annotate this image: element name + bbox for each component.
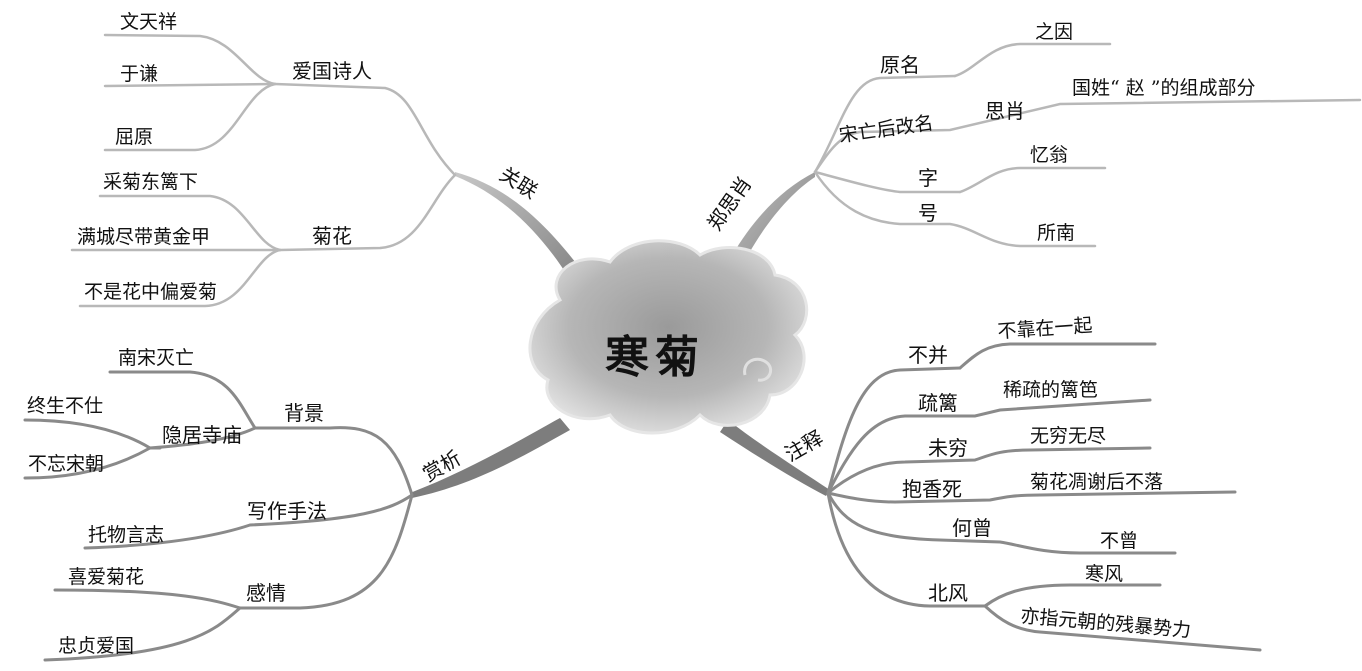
branch-zhushi <box>826 342 1262 652</box>
node-hao: 号 <box>918 201 938 225</box>
node-gaiming: 宋亡后改名 <box>838 112 935 147</box>
term-heceng: 何曾 <box>952 516 992 540</box>
leaf-nansong: 南宋灭亡 <box>118 347 194 369</box>
node-patriot: 爱国诗人 <box>292 59 372 83</box>
node-xiezuo: 写作手法 <box>247 499 327 523</box>
leaf-yiweng: 忆翁 <box>1030 144 1068 166</box>
branch-guanlian <box>70 33 457 308</box>
leaf-mancheng: 满城尽带黄金甲 <box>77 226 210 248</box>
node-zi: 字 <box>918 166 938 190</box>
term-beifeng: 北风 <box>928 581 968 605</box>
term-weiqiong: 未穷 <box>928 436 968 460</box>
meaning-hanfeng: 寒风 <box>1085 563 1123 585</box>
node-ganqing: 感情 <box>246 581 286 605</box>
node-beijing: 背景 <box>284 401 324 425</box>
meaning-heceng: 不曾 <box>1100 530 1138 552</box>
leaf-guoxing: 国姓“ 赵 ”的组成部分 <box>1072 77 1256 99</box>
leaf-xiai: 喜爱菊花 <box>68 566 144 588</box>
leaf-zhiyin: 之因 <box>1035 21 1073 43</box>
term-shuli: 疏篱 <box>918 391 958 415</box>
meaning-shuli: 稀疏的篱笆 <box>1003 379 1098 401</box>
leaf-wentianxiang: 文天祥 <box>120 11 177 33</box>
leaf-zhongzhen: 忠贞爱国 <box>58 635 134 657</box>
trunk-shangxi <box>410 418 570 498</box>
node-yinju: 隐居寺庙 <box>162 423 242 447</box>
leaf-bushi: 不是花中偏爱菊 <box>84 281 217 303</box>
node-juhua: 菊花 <box>312 224 352 248</box>
center-title: 寒菊 <box>605 332 705 383</box>
leaf-suonan: 所南 <box>1037 222 1075 244</box>
trunk-zhushi <box>720 420 830 496</box>
term-baoxiangsi: 抱香死 <box>902 477 962 501</box>
branch-author <box>813 42 1362 248</box>
leaf-caiju: 采菊东篱下 <box>103 171 198 193</box>
leaf-yuqian: 于谦 <box>120 63 158 85</box>
branch-shangxi <box>23 370 414 662</box>
center-cloud: 寒菊 <box>528 239 809 435</box>
meaning-bubing: 不靠在一起 <box>997 314 1093 343</box>
meaning-baoxiangsi: 菊花凋谢后不落 <box>1030 471 1163 493</box>
leaf-tuowu: 托物言志 <box>88 524 164 546</box>
branch-label-author: 郑思肖 <box>702 172 756 235</box>
leaf-zhongsheng: 终生不仕 <box>27 395 103 417</box>
node-sixiao: 思肖 <box>985 99 1025 123</box>
meaning-weiqiong: 无穷无尽 <box>1030 425 1106 447</box>
leaf-buwang: 不忘宋朝 <box>28 453 104 475</box>
leaf-quyuan: 屈原 <box>115 126 153 148</box>
term-bubing: 不并 <box>908 343 948 367</box>
node-yuanming: 原名 <box>880 53 920 77</box>
branch-label-zhushi: 注释 <box>781 426 828 467</box>
